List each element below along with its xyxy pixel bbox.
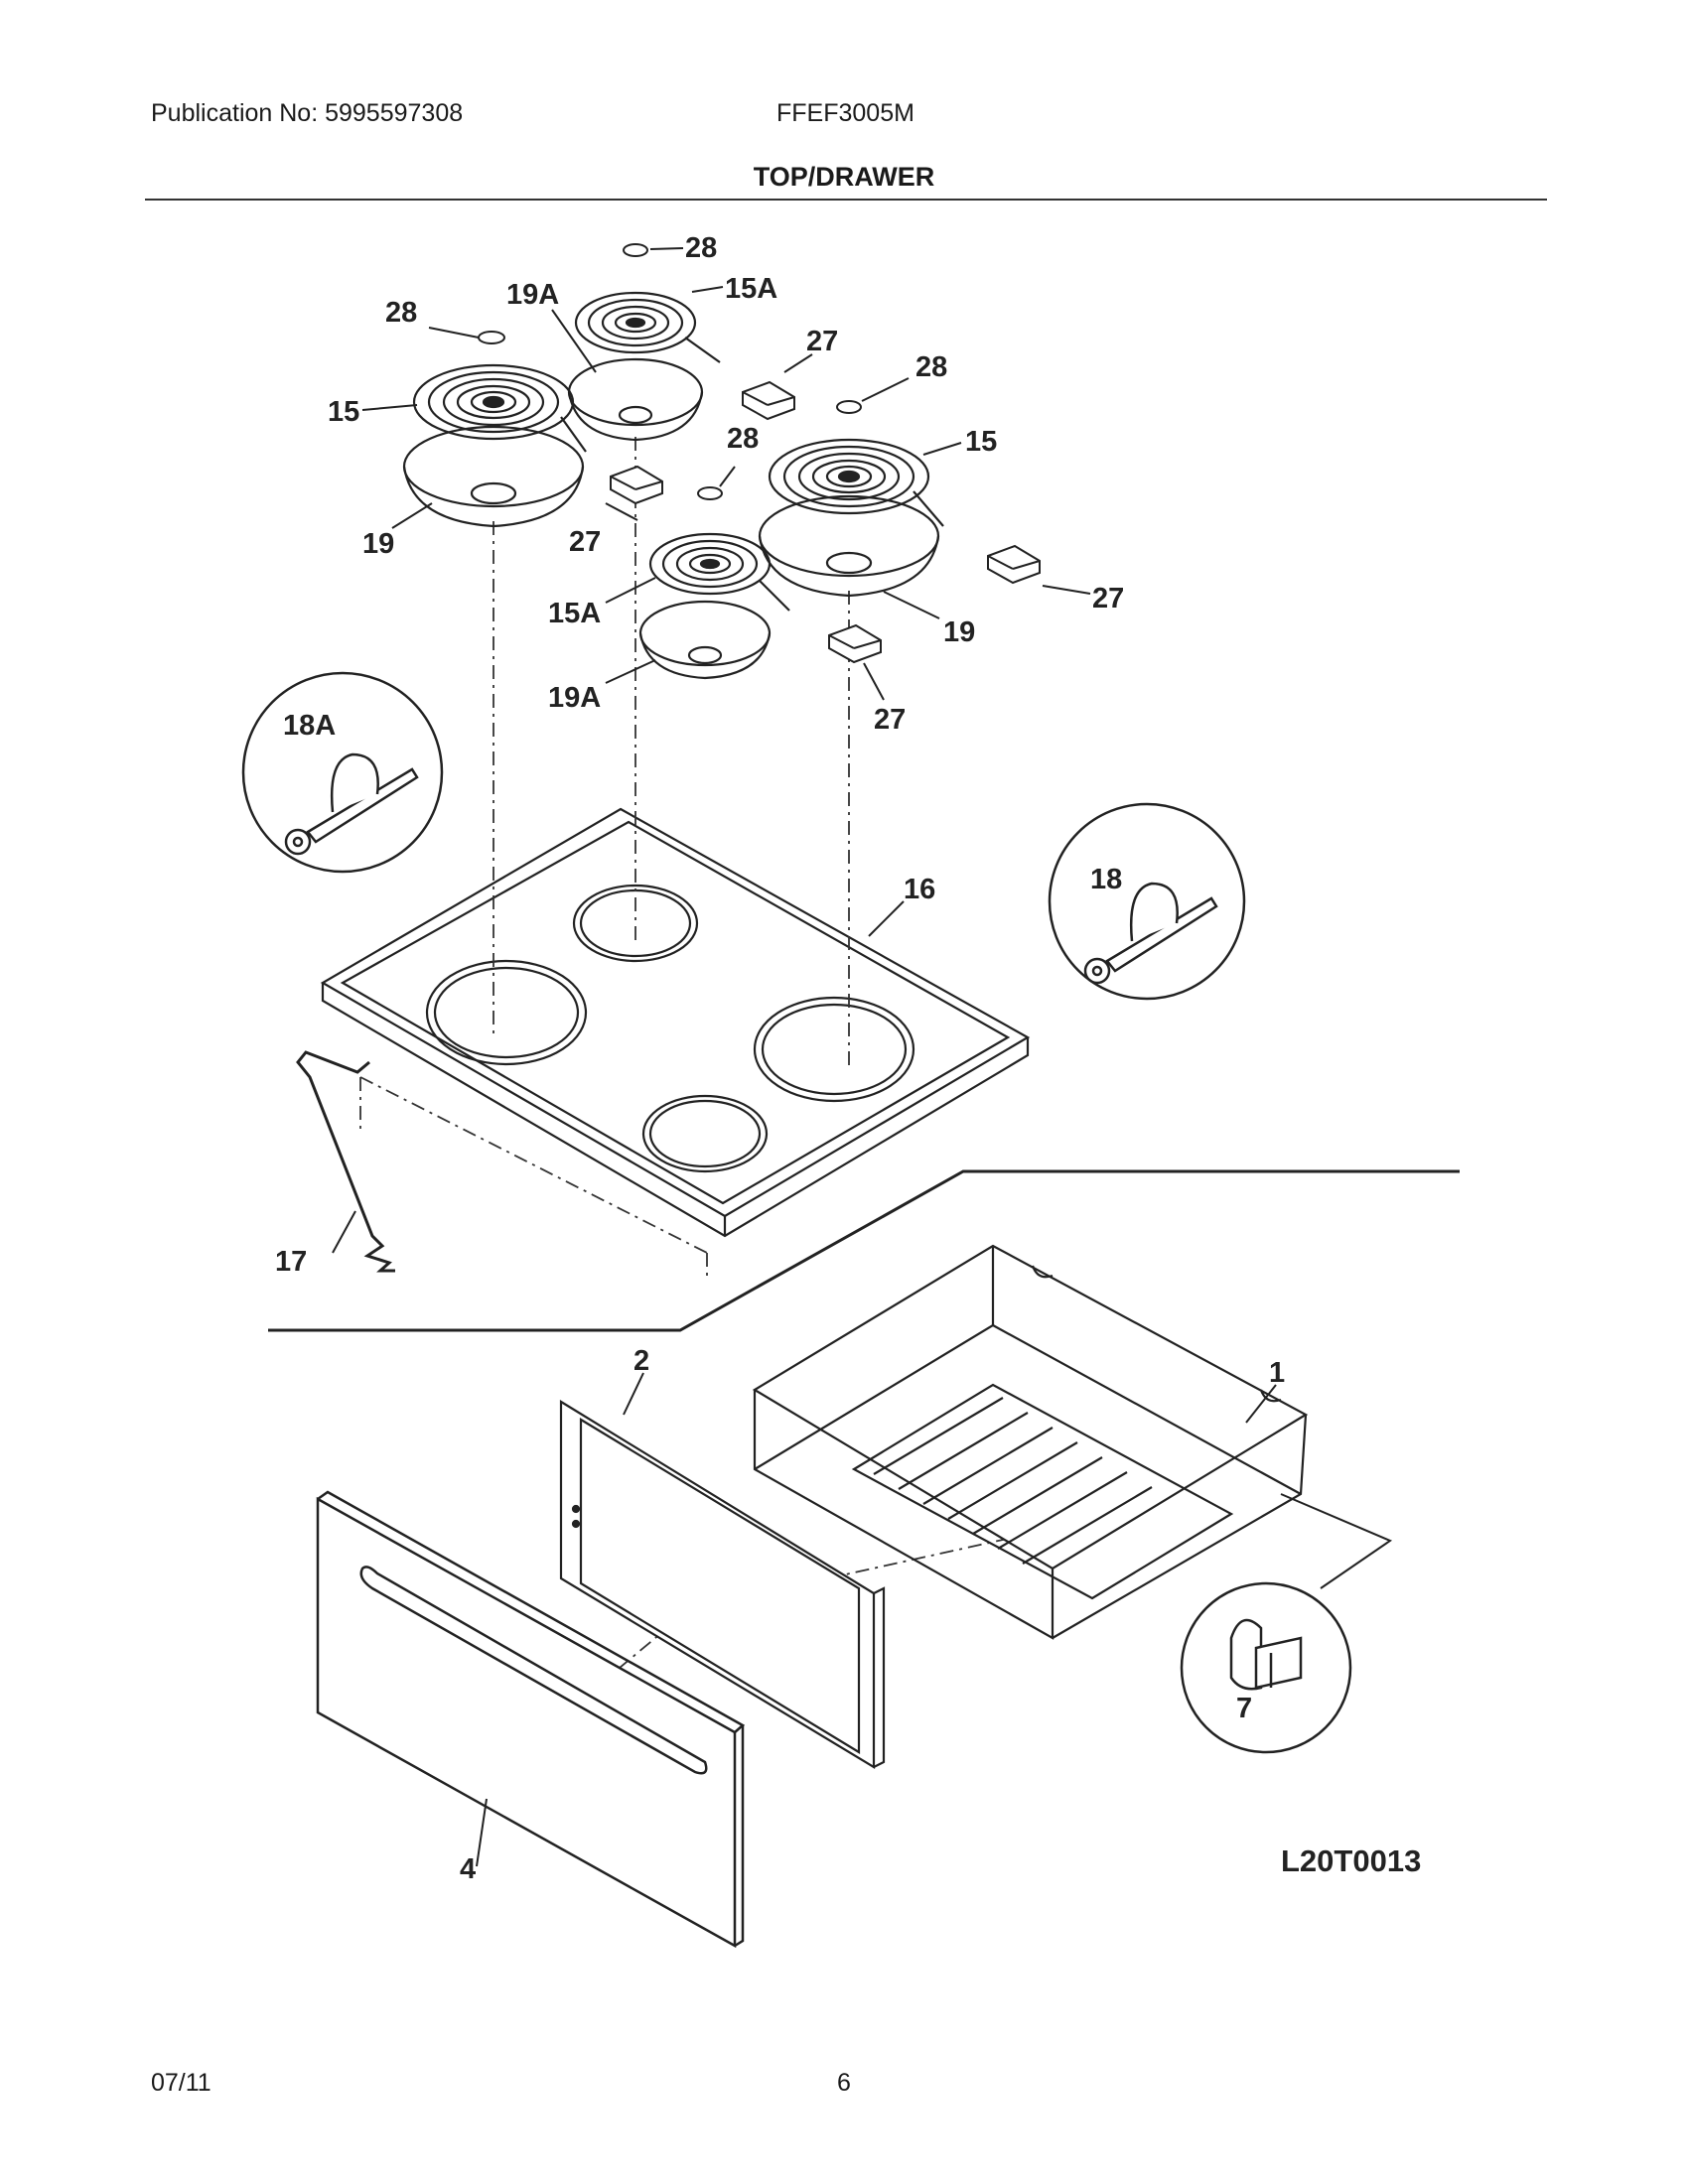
receptacle-27-right (987, 544, 1041, 585)
drawer-part-1 (752, 1244, 1309, 1640)
bracket-part-17 (296, 1050, 395, 1273)
callout-17: 17 (275, 1246, 307, 1278)
footer-date: 07/11 (151, 2069, 211, 2097)
drip-bowl-19-left (402, 425, 585, 528)
receptacle-27-top (742, 380, 795, 421)
receptacle-27-left (610, 465, 663, 505)
trim-ring-28-right (836, 400, 862, 414)
callout-28-top: 28 (685, 232, 717, 264)
trim-ring-28-left (478, 331, 505, 344)
section-separator (268, 1169, 1460, 1332)
drawing-code: L20T0013 (1281, 1843, 1421, 1878)
callout-18A: 18A (283, 710, 336, 742)
element-15-right (768, 438, 944, 527)
callout-19-right: 19 (943, 616, 975, 648)
callout-15-right: 15 (965, 426, 997, 458)
drawer-panel-part-4 (316, 1490, 746, 1949)
callout-15-left: 15 (328, 396, 359, 428)
callout-28-right: 28 (915, 351, 947, 383)
callout-27-top: 27 (806, 326, 838, 357)
trim-ring-28-mid (697, 486, 723, 500)
trim-ring-28-top (623, 243, 648, 257)
callout-1: 1 (1269, 1357, 1285, 1389)
callout-19A-bottom: 19A (548, 682, 601, 714)
element-15A-bottom (648, 532, 790, 612)
detail-circle-7 (1180, 1581, 1352, 1754)
element-15-left (412, 363, 587, 453)
drawer-front-inner-part-2 (559, 1400, 886, 1769)
drip-bowl-19A-top (567, 357, 704, 442)
callout-27-left: 27 (569, 526, 601, 558)
element-15A-top (574, 291, 721, 363)
callout-15A-bottom: 15A (548, 598, 601, 629)
callout-28-mid: 28 (727, 423, 759, 455)
callout-15A-top: 15A (725, 273, 777, 305)
callout-27-right: 27 (1092, 583, 1124, 614)
callout-leader-lines (332, 247, 1277, 1867)
callout-19-left: 19 (362, 528, 394, 560)
callout-27-bottom: 27 (874, 704, 906, 736)
header-divider (145, 199, 1547, 201)
detail-circle-18 (1048, 802, 1246, 1001)
callout-28-left: 28 (385, 297, 417, 329)
cooktop-part-16 (320, 807, 1031, 1238)
callout-18: 18 (1090, 864, 1122, 895)
drip-bowl-19-right (758, 494, 940, 598)
callout-2: 2 (633, 1345, 649, 1377)
detail-leader-7 (1280, 1493, 1393, 1589)
callout-7: 7 (1236, 1693, 1252, 1724)
callout-19A-top: 19A (506, 279, 559, 311)
callout-16: 16 (904, 874, 935, 905)
page-number: 6 (837, 2069, 851, 2097)
publication-number: Publication No: 5995597308 (151, 99, 464, 127)
page-title: TOP/DRAWER (753, 162, 935, 192)
model-number: FFEF3005M (776, 99, 914, 127)
drip-bowl-19A-bottom (638, 600, 772, 680)
callout-4: 4 (460, 1853, 476, 1885)
receptacle-27-bottom (828, 623, 882, 664)
detail-circle-18A (241, 671, 444, 874)
